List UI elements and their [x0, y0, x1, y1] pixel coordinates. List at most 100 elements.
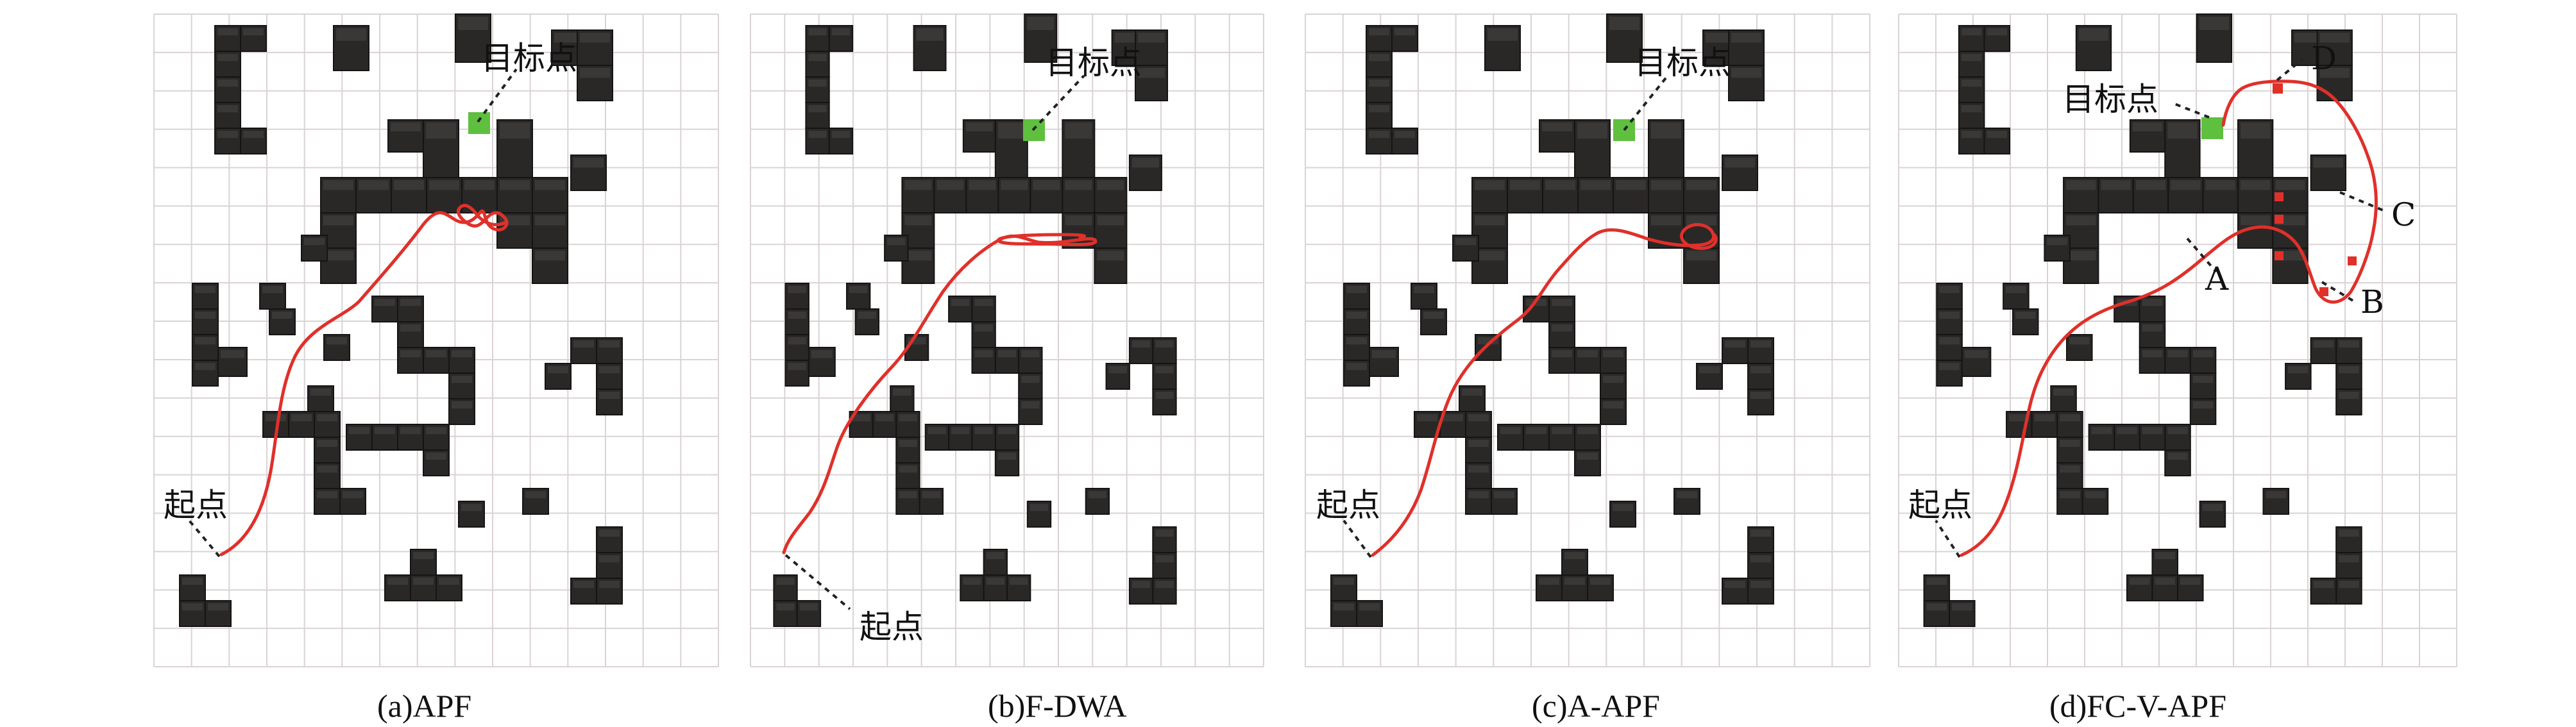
- obstacle-top-face: [788, 312, 806, 319]
- start-label: 起点: [860, 608, 924, 646]
- obstacle-top-face: [1926, 603, 1947, 611]
- obstacle-top-face: [2202, 504, 2223, 512]
- start-leader: [1343, 519, 1372, 558]
- obstacle-top-face: [1414, 286, 1434, 294]
- obstacle-top-face: [1369, 28, 1389, 36]
- obstacle-top-face: [852, 414, 870, 422]
- obstacle-top-face: [808, 105, 827, 113]
- start-leader: [784, 554, 851, 610]
- obstacle-top-face: [1750, 530, 1771, 537]
- obstacle-top-face: [413, 578, 434, 585]
- obstacle-top-face: [2015, 312, 2036, 319]
- obstacle-top-face: [317, 440, 337, 447]
- obstacle-top-face: [922, 491, 940, 499]
- obstacle-top-face: [1346, 312, 1367, 319]
- obstacle-top-face: [1939, 286, 1960, 294]
- point-label-c: C: [2391, 196, 2416, 233]
- obstacle-top-face: [243, 28, 264, 36]
- obstacle-top-face: [811, 350, 833, 358]
- obstacle-top-face: [1131, 581, 1151, 589]
- obstacle-top-face: [548, 366, 568, 374]
- obstacle-top-face: [262, 286, 283, 294]
- obstacle-top-face: [1369, 54, 1389, 62]
- obstacle-top-face: [1590, 578, 1611, 585]
- obstacle-top-face: [2155, 578, 2175, 585]
- obstacle-top-face: [461, 504, 482, 512]
- goal-leader: [477, 68, 518, 123]
- obstacle-top-face: [310, 389, 331, 396]
- obstacle-top-face: [426, 350, 446, 358]
- obstacle-top-face: [2132, 122, 2163, 131]
- obstacle-top-face: [217, 131, 238, 138]
- obstacle-top-face: [599, 366, 620, 374]
- obstacle-top-face: [916, 28, 944, 41]
- obstacle-top-face: [963, 578, 981, 585]
- obstacle-top-face: [1577, 122, 1607, 139]
- obstacle-top-face: [1487, 28, 1518, 41]
- obstacle-top-face: [1552, 427, 1572, 435]
- obstacle-top-face: [2339, 366, 2359, 374]
- obstacle-top-face: [2053, 389, 2074, 396]
- obstacle-top-face: [1577, 427, 1598, 435]
- obstacle-top-face: [1580, 180, 1611, 190]
- obstacle-top-face: [426, 427, 446, 435]
- obstacle-top-face: [535, 251, 565, 261]
- obstacle-top-face: [1564, 552, 1585, 560]
- panel-a-apf: 目标点 起点 (c)A-APF: [1305, 13, 1870, 724]
- obstacle-top-face: [1725, 158, 1755, 168]
- obstacle-top-face: [849, 286, 868, 294]
- robot-path: [219, 204, 509, 556]
- start-label: 起点: [1316, 487, 1380, 524]
- obstacle-top-face: [951, 299, 970, 306]
- obstacle-top-face: [831, 131, 851, 138]
- obstacle-top-face: [535, 215, 565, 226]
- obstacle-top-face: [400, 324, 421, 332]
- obstacle-top-face: [1334, 603, 1354, 611]
- obstacle-top-face: [452, 376, 472, 383]
- obstacle-top-face: [500, 122, 530, 139]
- obstacle-top-face: [580, 33, 610, 43]
- obstacle-top-face: [1417, 414, 1437, 422]
- obstacle-top-face: [2006, 286, 2026, 294]
- obstacle-top-face: [599, 340, 620, 348]
- obstacle-top-face: [1138, 33, 1165, 43]
- obstacle-top-face: [1961, 28, 1982, 36]
- obstacle-top-face: [887, 238, 906, 246]
- obstacle-top-face: [500, 180, 530, 190]
- obstacle-top-face: [1651, 122, 1681, 139]
- obstacle-top-face: [1750, 392, 1771, 399]
- robot-path: [782, 233, 1097, 555]
- obstacle-top-face: [1155, 581, 1174, 589]
- obstacle-top-face: [1545, 180, 1575, 190]
- obstacle-top-face: [1021, 350, 1040, 358]
- obstacle-top-face: [1478, 337, 1498, 345]
- obstacle-top-face: [2142, 427, 2163, 435]
- start-label: 起点: [164, 487, 228, 524]
- obstacle-top-face: [2240, 215, 2271, 226]
- obstacle-top-face: [1961, 131, 1982, 138]
- obstacle-top-face: [326, 337, 347, 345]
- point-label-b: B: [2360, 283, 2384, 321]
- obstacle-top-face: [1359, 603, 1380, 611]
- obstacle-top-face: [243, 131, 264, 138]
- obstacle-top-face: [2171, 180, 2201, 190]
- obstacle-top-face: [808, 79, 827, 87]
- goal-leader: [1623, 74, 1669, 131]
- obstacle-top-face: [899, 491, 917, 499]
- obstacle-top-face: [1010, 578, 1028, 585]
- obstacle-top-face: [997, 453, 1017, 460]
- goal-marker: [2201, 117, 2223, 139]
- obstacle-top-face: [1577, 350, 1598, 358]
- obstacle-top-face: [899, 414, 917, 422]
- obstacle-top-face: [1731, 33, 1761, 43]
- obstacle-top-face: [272, 312, 292, 319]
- obstacle-top-face: [1468, 440, 1489, 447]
- obstacle-top-face: [343, 491, 363, 499]
- obstacle-top-face: [1065, 122, 1092, 139]
- obstacle-top-face: [1613, 504, 1633, 512]
- obstacle-top-face: [573, 158, 604, 168]
- point-a-leader: [2186, 237, 2217, 273]
- obstacle-top-face: [899, 440, 917, 447]
- obstacle-top-face: [182, 578, 203, 585]
